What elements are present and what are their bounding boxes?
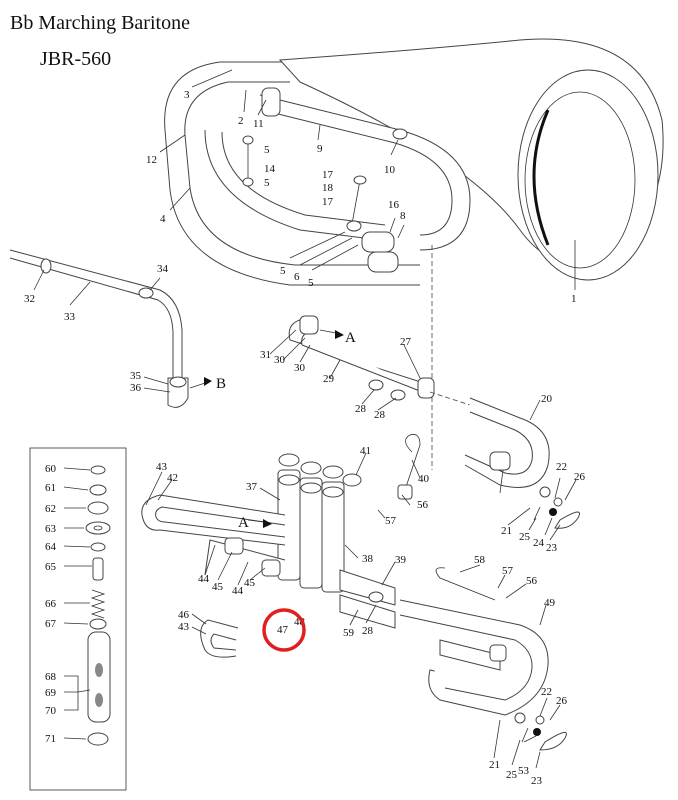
part-label: 25 [506,769,518,781]
callout-a-top: A [345,330,356,346]
water-key-parts-upper [533,486,580,529]
model-number: JBR-560 [40,48,112,70]
part-label: 30 [274,354,286,366]
part-label: 18 [322,182,334,194]
part-label: 2 [238,115,244,127]
part-label: 70 [45,705,57,717]
highlight-circle [262,608,306,652]
part-label: 41 [360,445,371,457]
part-number-labels: 3 2 11 12 4 9 10 5 14 5 17 18 17 16 8 5 … [24,89,586,787]
part-label: 46 [178,609,190,621]
part-label: 58 [474,554,486,566]
part-label: 5 [264,177,270,189]
part-label: 59 [343,627,355,639]
part-label: 57 [502,565,514,577]
part-label: 5 [308,277,314,289]
part-label: 21 [501,525,512,537]
part-label: 39 [395,554,407,566]
part-label: 43 [156,461,168,473]
part-label: 25 [519,531,531,543]
part-label: 64 [45,541,57,553]
part-label: 3 [184,89,190,101]
callout-a-mid: A [238,515,249,531]
part-label: 9 [317,143,323,155]
part-label: 57 [385,515,397,527]
part-label: 67 [45,618,57,630]
water-key-parts-lower [514,712,567,751]
part-label: 42 [167,472,178,484]
part-label: 31 [260,349,271,361]
part-label: 68 [45,671,57,683]
part-label: 53 [518,765,530,777]
part-label: 60 [45,463,57,475]
part-label: 34 [157,263,169,275]
part-label: 56 [417,499,429,511]
part-label: 35 [130,370,142,382]
part-label: 38 [362,553,374,565]
part-label: 33 [64,311,76,323]
part-label: 48 [294,616,306,628]
part-label: 36 [130,382,142,394]
part-label: 45 [212,581,224,593]
part-label: 28 [362,625,374,637]
part-label: 69 [45,687,57,699]
part-label: 44 [198,573,210,585]
part-label: 4 [160,213,166,225]
main-loop-49 [399,567,549,716]
part-label: 66 [45,598,57,610]
part-label: 14 [264,163,276,175]
part-label: 49 [544,597,556,609]
diagram-title: Bb Marching Baritone [10,12,190,34]
part-label: 22 [541,686,552,698]
valve-parts-box [29,447,127,791]
part-label: 1 [571,293,577,305]
part-label: 71 [45,733,56,745]
part-label: 21 [489,759,500,771]
part-label: 10 [384,164,396,176]
part-label: 5 [264,144,270,156]
part-label: 17 [322,169,334,181]
part-label: 17 [322,196,334,208]
part-label: 40 [418,473,430,485]
part-label: 24 [533,537,545,549]
part-label: 61 [45,482,56,494]
part-label: 23 [531,775,543,787]
part-label: 26 [574,471,586,483]
mouthpipe-assembly [9,249,189,408]
part-label: 43 [178,621,190,633]
bell-assembly [164,38,664,470]
main-slide-20 [464,397,550,488]
part-label: 44 [232,585,244,597]
part-label: 11 [253,118,264,130]
part-label: 47 [277,624,289,636]
part-label: 16 [388,199,400,211]
valve-cluster [141,434,421,658]
part-label: 56 [526,575,538,587]
part-label: 6 [294,271,300,283]
part-label: 32 [24,293,35,305]
tuning-slide-assembly [288,315,471,406]
part-label: 37 [246,481,258,493]
callout-b: B [216,376,226,392]
part-label: 20 [541,393,553,405]
part-label: 5 [280,265,286,277]
part-label: 8 [400,210,406,222]
part-label: 29 [323,373,335,385]
part-label: 26 [556,695,568,707]
part-label: 12 [146,154,157,166]
part-label: 62 [45,503,56,515]
part-label: 30 [294,362,306,374]
part-label: 28 [374,409,386,421]
part-label: 22 [556,461,567,473]
part-label: 23 [546,542,558,554]
leader-lines [33,69,577,769]
part-label: 28 [355,403,367,415]
part-label: 63 [45,523,57,535]
part-label: 27 [400,336,412,348]
part-label: 45 [244,577,256,589]
part-label: 65 [45,561,57,573]
